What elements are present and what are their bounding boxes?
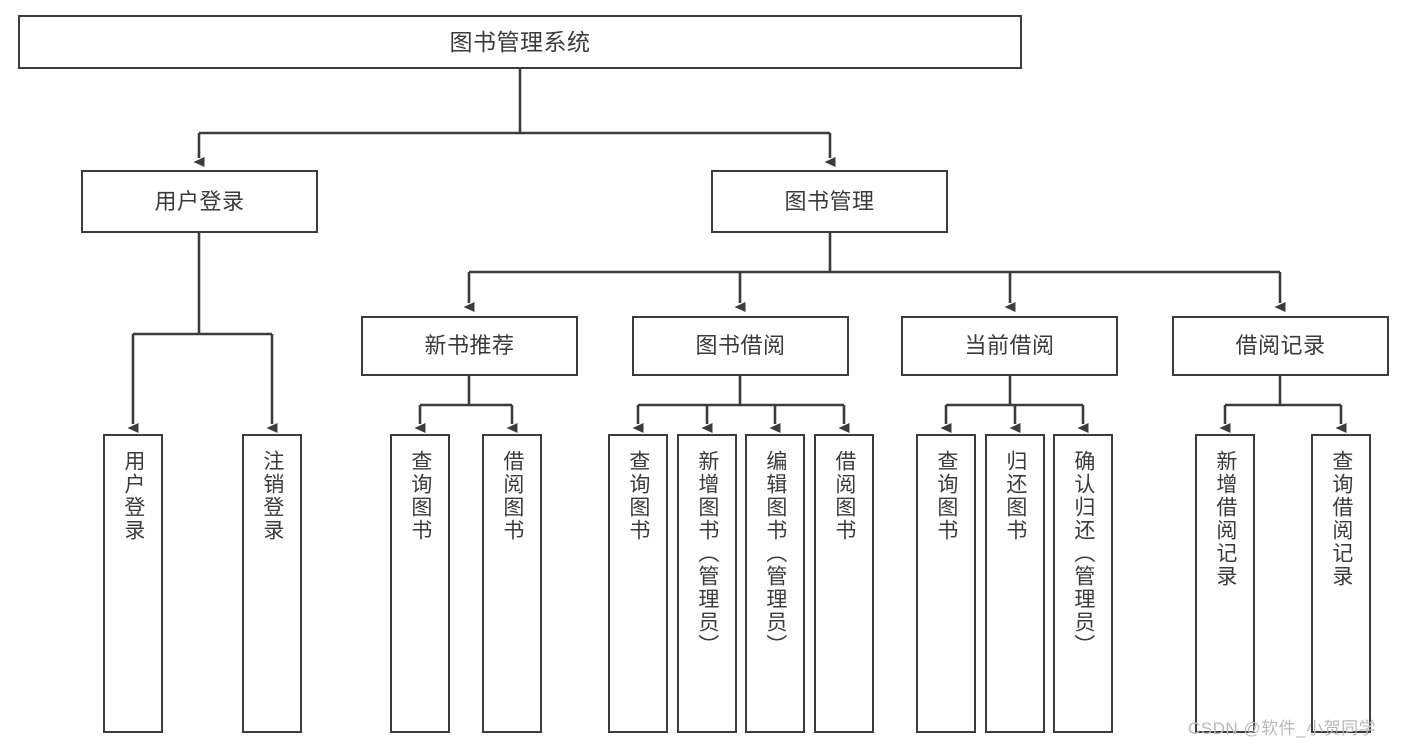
node-label: 借阅图书 <box>500 450 524 542</box>
node-label: 确认归还（管理员） <box>1071 450 1095 657</box>
node-label: 新增借阅记录 <box>1213 450 1237 588</box>
leaf-query-books-recommend[interactable]: 查询图书 <box>390 434 450 733</box>
leaf-query-borrow-record[interactable]: 查询借阅记录 <box>1311 434 1371 733</box>
node-label: 图书借阅 <box>695 333 786 359</box>
leaf-edit-book-admin[interactable]: 编辑图书（管理员） <box>745 434 805 733</box>
node-label: 新书推荐 <box>424 333 515 359</box>
leaf-borrow-books-borrowing[interactable]: 借阅图书 <box>814 434 874 733</box>
leaf-query-books-current[interactable]: 查询图书 <box>916 434 976 733</box>
node-label: 查询图书 <box>408 450 432 542</box>
leaf-return-books[interactable]: 归还图书 <box>985 434 1045 733</box>
node-current-borrowing[interactable]: 当前借阅 <box>901 316 1118 376</box>
node-label: 图书管理系统 <box>449 28 591 55</box>
node-user-login[interactable]: 用户登录 <box>81 170 318 233</box>
node-label: 当前借阅 <box>964 333 1055 359</box>
leaf-add-book-admin[interactable]: 新增图书（管理员） <box>677 434 737 733</box>
node-root-book-management-system[interactable]: 图书管理系统 <box>18 15 1022 69</box>
node-label: 归还图书 <box>1003 450 1027 542</box>
leaf-logout[interactable]: 注销登录 <box>242 434 302 733</box>
leaf-add-borrow-record[interactable]: 新增借阅记录 <box>1195 434 1255 733</box>
node-new-book-recommendation[interactable]: 新书推荐 <box>361 316 578 376</box>
leaf-query-books-borrowing[interactable]: 查询图书 <box>608 434 668 733</box>
node-label: 用户登录 <box>154 188 245 214</box>
watermark: CSDN @软件_小贺同学 <box>1188 719 1377 738</box>
node-book-management[interactable]: 图书管理 <box>711 170 948 233</box>
node-label: 借阅图书 <box>832 450 856 542</box>
node-book-borrowing[interactable]: 图书借阅 <box>632 316 849 376</box>
node-label: 注销登录 <box>260 450 284 542</box>
node-label: 借阅记录 <box>1235 333 1326 359</box>
leaf-borrow-books-recommend[interactable]: 借阅图书 <box>482 434 542 733</box>
node-borrow-records[interactable]: 借阅记录 <box>1172 316 1389 376</box>
node-label: 查询图书 <box>626 450 650 542</box>
node-label: 新增图书（管理员） <box>695 450 719 657</box>
node-label: 查询图书 <box>934 450 958 542</box>
leaf-confirm-return-admin[interactable]: 确认归还（管理员） <box>1053 434 1113 733</box>
leaf-user-login[interactable]: 用户登录 <box>103 434 163 733</box>
node-label: 查询借阅记录 <box>1329 450 1353 588</box>
node-label: 图书管理 <box>784 188 875 214</box>
node-label: 编辑图书（管理员） <box>763 450 787 657</box>
node-label: 用户登录 <box>121 450 145 542</box>
